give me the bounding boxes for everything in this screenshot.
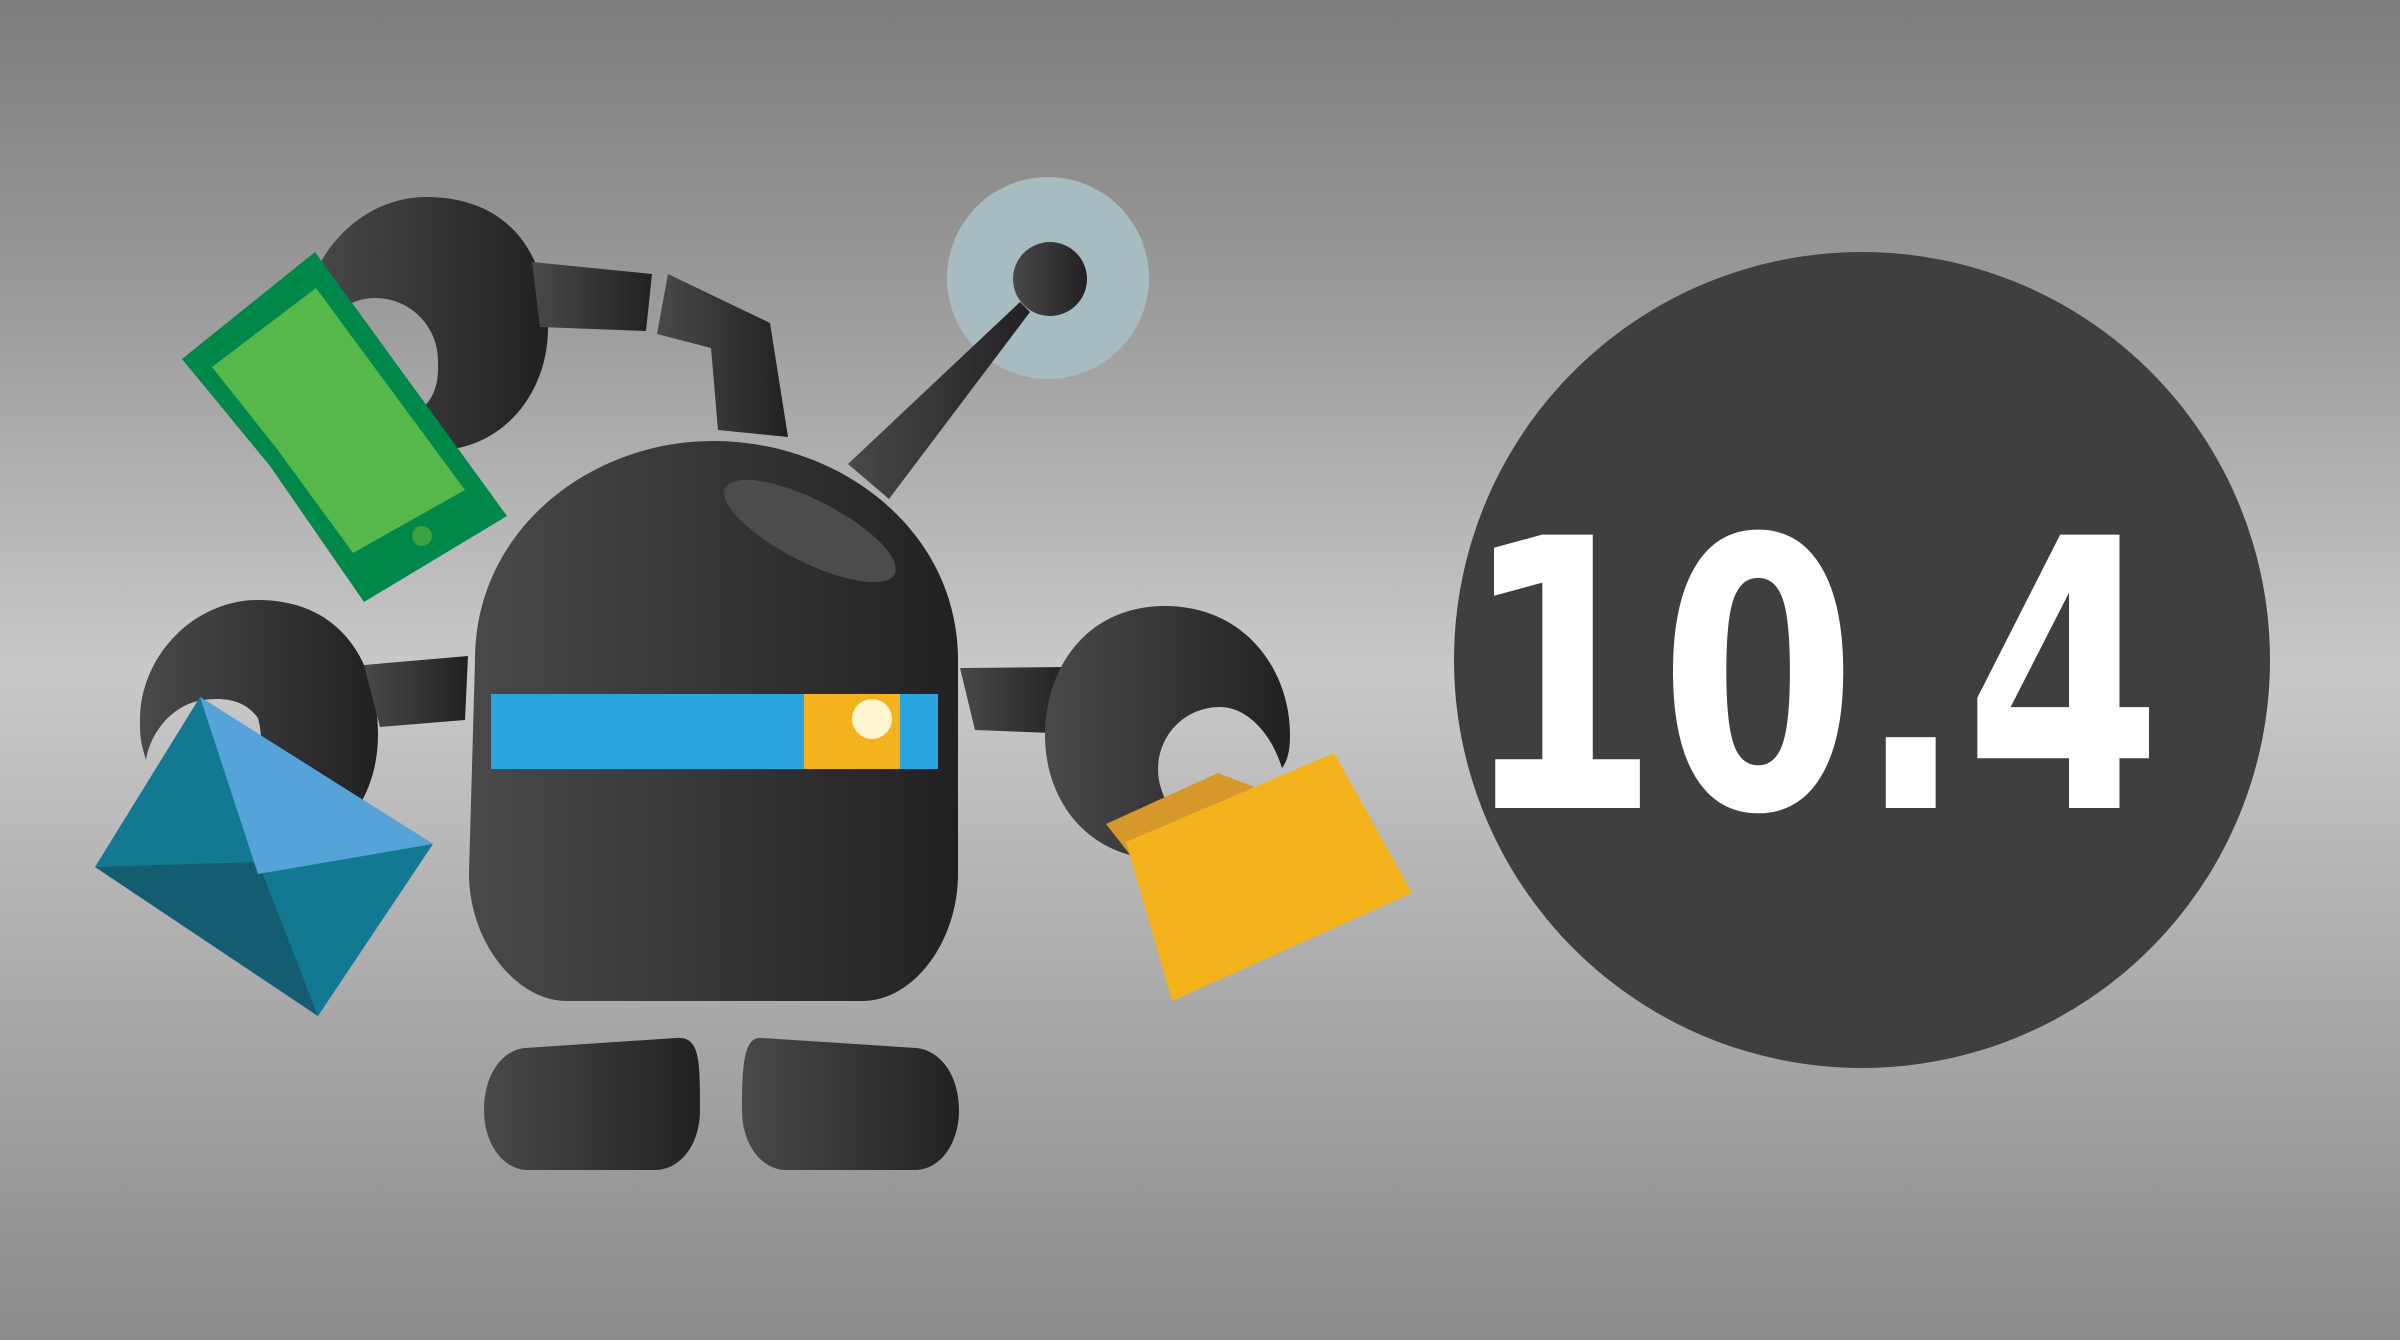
envelope-icon xyxy=(95,697,433,1016)
envelope-flap xyxy=(200,697,433,874)
right-foot xyxy=(742,1037,959,1170)
left-foot xyxy=(484,1037,700,1170)
version-number: 10.4 xyxy=(1462,461,2162,897)
folder-icon xyxy=(1106,753,1412,1001)
folder-front xyxy=(1126,753,1412,1001)
arm-segment-right xyxy=(960,667,1068,733)
envelope-bottom xyxy=(95,862,318,1016)
robot-body xyxy=(469,441,958,1001)
arm-right xyxy=(960,606,1290,855)
claw-right xyxy=(1045,606,1290,855)
arm-upper-left xyxy=(306,197,788,450)
phone-button xyxy=(412,526,432,546)
antenna xyxy=(848,177,1149,499)
phone-screen xyxy=(212,288,465,553)
claw-upper-left xyxy=(306,197,548,450)
robot-feet xyxy=(484,1037,959,1170)
arm-segment-lower-left xyxy=(364,656,468,727)
head-highlight xyxy=(724,479,896,583)
antenna-rod xyxy=(848,302,1030,499)
version-badge-circle xyxy=(1454,252,2270,1068)
smartphone-icon xyxy=(182,252,507,602)
visor-eye-dot xyxy=(852,699,892,739)
version-badge: 10.4 xyxy=(1454,252,2270,1068)
arm-segment-upper-left-2 xyxy=(657,274,788,437)
antenna-knob xyxy=(1013,242,1087,316)
arm-segment-upper-left-1 xyxy=(532,262,652,331)
